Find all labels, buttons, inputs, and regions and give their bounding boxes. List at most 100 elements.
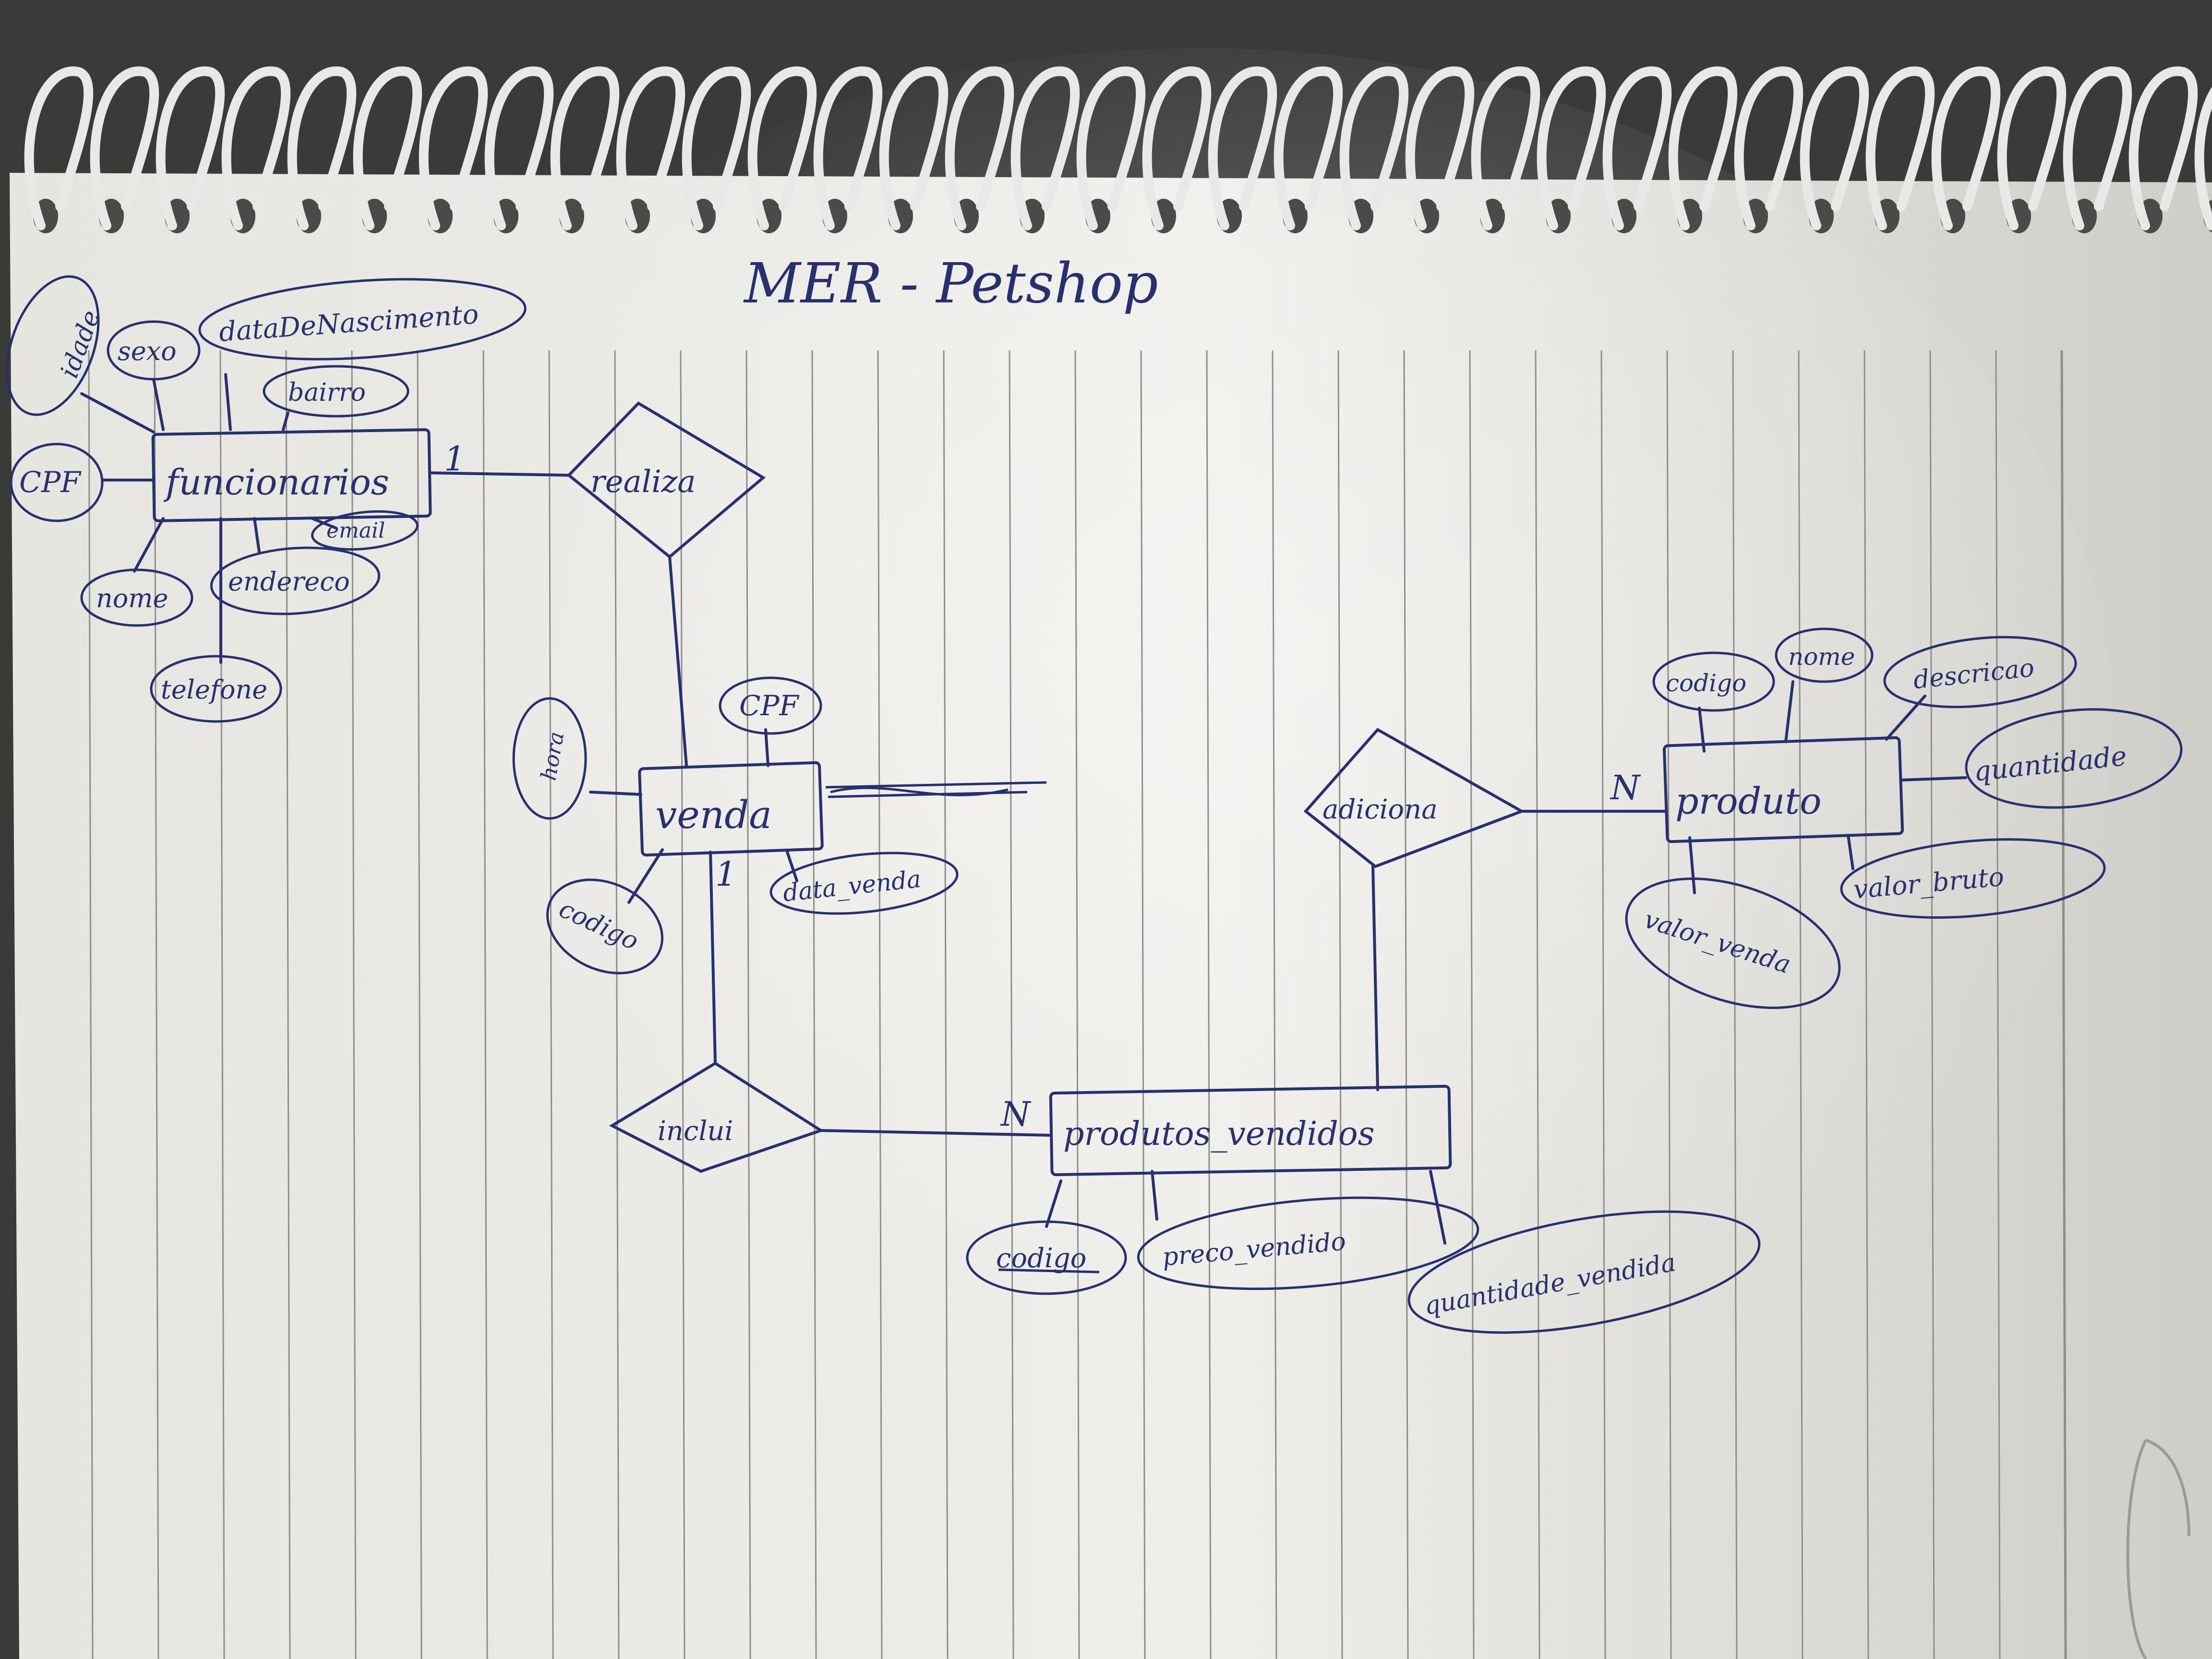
ruling-line [1009,350,1014,1659]
page-corner-curl [2126,1439,2190,1659]
ruling-line [1863,350,1869,1659]
line-hora [589,791,642,796]
relationship-inclui-diamond [609,1061,824,1173]
attr-nome-produto-ellipse [1775,627,1874,683]
attr-codigo-pv-label: codigo [996,1243,1086,1274]
cardinality-inclui-produtos-vendidos: N [1000,1094,1032,1134]
relationship-inclui-label: inclui [658,1116,733,1147]
relationship-realiza-label: realiza [590,464,696,500]
spiral-ring [1931,66,2001,230]
ruling-line [614,350,620,1659]
attr-valor-venda-ellipse [1625,878,1841,1009]
attr-bairro-label: bairro [288,378,366,407]
attr-codigo-pv-ellipse [966,1220,1127,1295]
ruling-line [482,350,488,1659]
primary-key-underline [998,1268,1100,1274]
page-ruling [88,350,2067,1659]
spiral-ring [879,66,949,230]
line-quantidade [1899,776,1967,781]
line-preco-vendido [1151,1170,1158,1221]
line-bairro [282,411,289,431]
ruling-line [1403,350,1409,1659]
ruling-line [1469,350,1475,1659]
spiral-ring [747,66,817,230]
line-nome-produto [1784,680,1794,743]
ruling-line [417,350,422,1659]
ruling-line [285,350,291,1659]
spiral-ring [2063,66,2132,230]
spiral-ring [419,66,488,230]
line-endereco [253,517,261,553]
attr-sexo-ellipse [107,320,201,381]
crossed-out-scribble [825,781,1047,798]
spiral-ring [1010,66,1080,230]
spiral-ring [1734,66,1803,230]
entity-produtos-vendidos-box [1049,1084,1452,1177]
ruling-line [88,350,94,1659]
spiral-ring [1997,66,2067,230]
spiral-ring [1865,66,1935,230]
ruling-line [1074,350,1080,1659]
line-valor-venda [1688,836,1696,894]
attr-cpf-venda-ellipse [719,676,822,735]
ruling-line [548,350,554,1659]
entity-funcionario-box [151,428,432,522]
ruling-line [351,350,357,1659]
line-quantidade-vendida [1429,1170,1446,1245]
relationship-realiza-diamond [566,401,766,559]
attr-valor-bruto-ellipse [1840,838,2106,919]
spiral-ring [1537,66,1606,230]
attr-quantidade-ellipse [1965,708,2183,809]
attr-email-ellipse [311,510,419,551]
entity-produto-label: produto [1675,780,1822,822]
attr-descricao-ellipse [1883,636,2077,709]
attr-endereco-ellipse [210,546,381,615]
spiral-ring [287,66,357,230]
spiral-ring [1142,66,1212,230]
spiral-ring [1274,66,1343,230]
spiral-ring [2194,87,2212,230]
spiral-ring [353,66,422,230]
ruling-line [1600,350,1606,1659]
entity-venda-box [638,761,824,857]
attr-telefone-label: telefone [161,674,267,705]
cardinality-funcionario-realiza: 1 [444,439,466,479]
spiral-ring [24,66,94,230]
spiral-ring [1405,66,1475,230]
line-realiza-venda [668,555,688,767]
attr-hora-ellipse [512,697,587,820]
line-venda-inclui [709,851,717,1065]
attr-cpf-funcionario-ellipse [10,443,104,522]
spiral-binding [24,66,2212,233]
line-cpf-venda [764,728,769,767]
attr-data-venda-ellipse [769,852,959,915]
attr-codigo-produto-label: codigo [1666,669,1746,697]
spiral-ring [90,66,159,230]
spiral-ring [1471,66,1540,230]
line-idade [80,392,155,433]
attr-nome-produto-label: nome [1788,643,1855,671]
attr-email-label: email [326,518,385,543]
spiral-ring [1208,66,1277,230]
entity-venda-label: venda [655,793,772,837]
spiral-ring [682,66,751,230]
line-inclui-produtos-vendidos [819,1129,1053,1137]
ruling-line [1666,350,1672,1659]
ruling-line [154,350,159,1659]
spiral-ring [2128,66,2198,230]
line-sexo [152,378,165,431]
ruling-line [877,350,883,1659]
spiral-ring [484,66,554,230]
spiral-ring [550,66,620,230]
line-valor-bruto [1847,834,1854,870]
attr-endereco-label: endereco [228,566,350,597]
line-data-nascimento [224,373,232,431]
attr-preco-vendido-ellipse [1137,1196,1479,1290]
line-nome [133,517,165,573]
spiral-ring [1602,66,1672,230]
ruling-line [1929,350,1935,1659]
line-codigo-pv [1045,1179,1062,1228]
ruling-line [811,350,817,1659]
attr-codigo-venda-ellipse [546,878,664,974]
attr-sexo-label: sexo [118,336,177,366]
